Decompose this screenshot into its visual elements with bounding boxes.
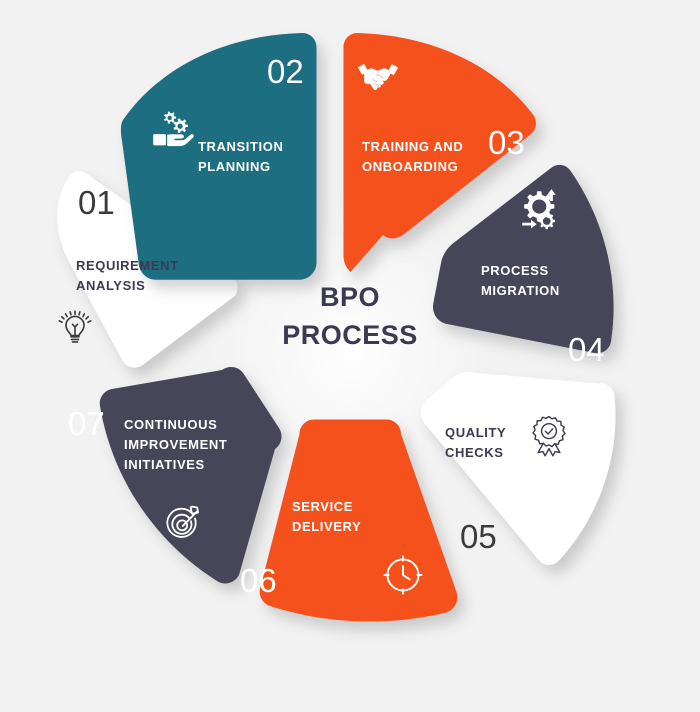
segment-02-label: TRANSITION PLANNING <box>198 137 283 177</box>
segment-07-label-line2: IMPROVEMENT <box>124 436 228 452</box>
segment-06-number: 06 <box>240 562 277 599</box>
gear-arrows-icon <box>516 186 562 232</box>
segment-04-number: 04 <box>568 331 605 368</box>
lightbulb-icon <box>52 304 98 350</box>
segment-04-label-line1: PROCESS <box>481 263 549 278</box>
segment-05-label-line2: CHECKS <box>445 444 504 460</box>
hand-gears-icon <box>148 105 194 151</box>
segment-05-number: 05 <box>460 518 497 555</box>
segment-05-label: QUALITY CHECKS <box>445 423 506 463</box>
segment-01-label-line1: REQUIREMENT <box>76 258 179 273</box>
segment-04-process-migration[interactable] <box>432 164 614 354</box>
segment-06-label: SERVICE DELIVERY <box>292 497 361 537</box>
segment-03-number: 03 <box>488 124 525 161</box>
segment-01-label-line2: ANALYSIS <box>76 277 146 293</box>
segment-05-label-line1: QUALITY <box>445 425 507 440</box>
segment-07-label-line1: CONTINUOUS <box>124 417 218 432</box>
segment-04-label: PROCESS MIGRATION <box>481 261 560 301</box>
segment-06-label-line2: DELIVERY <box>292 518 362 534</box>
segment-02-transition-planning[interactable] <box>120 32 317 280</box>
segment-05-quality-checks[interactable] <box>420 372 616 565</box>
segment-02-label-line2: PLANNING <box>198 158 271 174</box>
segment-06-service-delivery[interactable] <box>259 419 458 622</box>
clock-icon <box>380 552 426 598</box>
segment-07-label-line3: INITIATIVES <box>124 456 205 472</box>
segment-03-label-line2: ONBOARDING <box>362 158 459 174</box>
segment-07-number: 07 <box>68 405 105 442</box>
target-arrow-icon <box>160 499 206 545</box>
segment-06-label-line1: SERVICE <box>292 499 354 514</box>
segment-04-label-line2: MIGRATION <box>481 282 560 298</box>
segment-03-label: TRAINING AND ONBOARDING <box>362 137 463 177</box>
handshake-icon <box>355 52 401 98</box>
segment-02-label-line1: TRANSITION <box>198 139 284 154</box>
segment-03-label-line1: TRAINING AND <box>362 139 464 154</box>
segment-07-label: CONTINUOUS IMPROVEMENT INITIATIVES <box>124 415 227 474</box>
segment-02-number: 02 <box>267 53 304 90</box>
segment-07-continuous-improvement[interactable] <box>99 367 282 584</box>
segment-01-label: REQUIREMENT ANALYSIS <box>76 256 179 296</box>
segment-03-training-onboarding[interactable] <box>343 32 536 272</box>
segment-01-number: 01 <box>78 184 115 221</box>
quality-badge-icon <box>526 413 572 459</box>
